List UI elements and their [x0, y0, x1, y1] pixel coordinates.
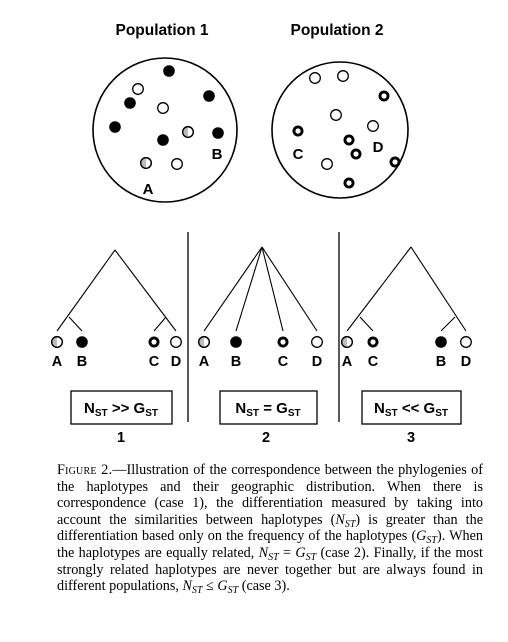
case-2-relation: NST = GST [235, 400, 300, 419]
population-2-haplotype-marker [378, 90, 390, 102]
population-1-label: Population 1 [116, 22, 209, 39]
population-1-haplotype-marker [140, 157, 152, 169]
population-2: Population 2 C D [271, 22, 409, 199]
case-3-tip-marker [341, 336, 353, 348]
case-1-tip-marker [51, 336, 63, 348]
case-1-tip-marker [76, 336, 88, 348]
case-1-tip-label: D [171, 354, 181, 370]
population-2-haplotype-marker [330, 109, 342, 121]
case-2-tip-marker [277, 336, 289, 348]
case-3-tree [346, 246, 467, 332]
haplotype-b-label: B [212, 146, 223, 163]
population-1-haplotype-marker [132, 83, 144, 95]
population-2-label: Population 2 [291, 22, 384, 39]
case-1-tip-label: B [77, 354, 87, 370]
case-1-tree [56, 249, 177, 332]
population-2-haplotype-marker [292, 125, 304, 137]
case-2-tip-label: A [199, 354, 210, 370]
case-3-number: 3 [407, 430, 415, 446]
case-2-tip-marker [230, 336, 242, 348]
case-2-tip-marker [198, 336, 210, 348]
case-3-tip-marker [435, 336, 447, 348]
population-2-haplotype-marker [343, 134, 355, 146]
case-2-tips: A B C D [198, 336, 323, 370]
case-1-tip-marker [170, 336, 182, 348]
case-3-tip-label: D [461, 354, 471, 370]
population-2-haplotype-marker [337, 70, 349, 82]
population-1-haplotype-marker [109, 121, 121, 133]
population-1-haplotype-marker [212, 127, 224, 139]
case-2-tip-label: D [312, 354, 322, 370]
population-1-haplotype-marker [171, 158, 183, 170]
population-1-markers [109, 65, 224, 170]
case-2-number: 2 [262, 430, 270, 446]
case-2: A B C D NST = GST 2 [198, 246, 323, 446]
case-1-number: 1 [117, 430, 125, 446]
haplotype-a-label: A [143, 181, 154, 198]
case-2-tip-label: B [231, 354, 241, 370]
case-1-relation-box [70, 390, 173, 425]
population-1-circle [92, 57, 238, 203]
case-3-tip-marker [460, 336, 472, 348]
population-1-haplotype-marker [182, 126, 194, 138]
population-2-haplotype-marker [350, 148, 362, 160]
case-1-tip-label: A [52, 354, 63, 370]
figure-caption: Figure 2.—Illustration of the correspond… [57, 462, 484, 597]
population-2-haplotype-marker [309, 72, 321, 84]
population-1-haplotype-marker [203, 90, 215, 102]
population-1-haplotype-marker [124, 97, 136, 109]
haplotype-c-label: C [293, 146, 304, 163]
case-1-tip-label: C [149, 354, 160, 370]
population-1-haplotype-marker [157, 102, 169, 114]
case-3-tip-label: A [342, 354, 353, 370]
case-2-relation-box [219, 390, 318, 425]
population-2-haplotype-marker [389, 156, 401, 168]
case-2-tip-label: C [278, 354, 289, 370]
population-1-haplotype-marker [163, 65, 175, 77]
case-3-tip-label: B [436, 354, 446, 370]
case-3-relation: NST << GST [374, 400, 448, 419]
population-2-haplotype-marker [343, 177, 355, 189]
case-1-relation: NST >> GST [84, 400, 158, 419]
case-3-tip-marker [367, 336, 379, 348]
haplotype-d-label: D [373, 139, 384, 156]
case-3-tip-label: C [368, 354, 379, 370]
population-1: Population 1 A B [92, 22, 238, 203]
case-3-relation-box [361, 390, 462, 425]
population-2-haplotype-marker [367, 120, 379, 132]
case-2-tip-marker [311, 336, 323, 348]
case-1-tip-marker [148, 336, 160, 348]
population-2-haplotype-marker [321, 158, 333, 170]
case-2-tree [203, 246, 318, 332]
population-2-markers [292, 70, 401, 189]
population-1-haplotype-marker [157, 134, 169, 146]
caption-label: Figure 2. [57, 462, 113, 478]
population-2-circle [271, 61, 409, 199]
